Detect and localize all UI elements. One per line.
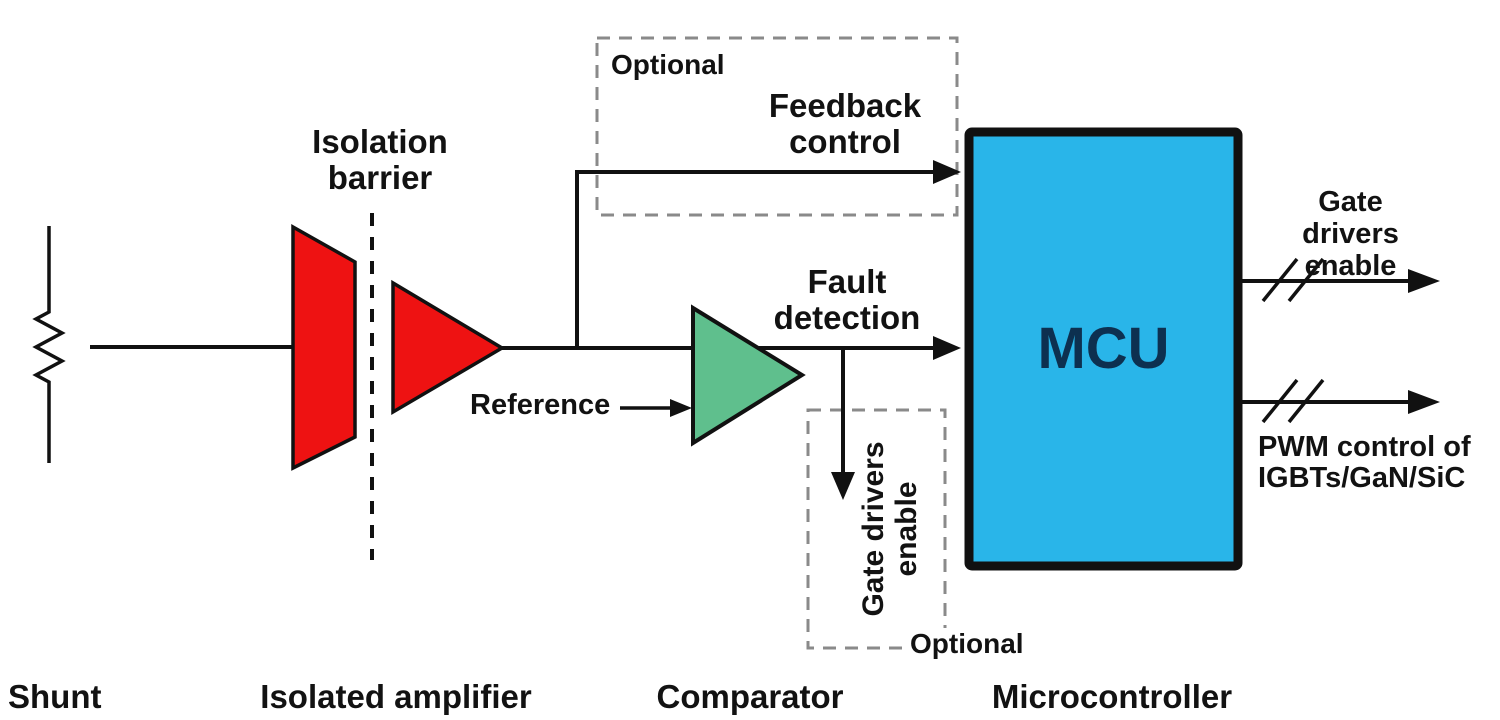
mcu-label: MCU — [1037, 316, 1170, 382]
optional-label-top: Optional — [611, 49, 725, 80]
shunt-resistor-symbol — [32, 226, 66, 463]
feedback-arrowhead-icon — [933, 160, 961, 184]
isolated-amplifier-triangle — [391, 279, 506, 416]
isolation-barrier-label: Isolation barrier — [312, 123, 448, 196]
fault-detection-label: Fault detection — [773, 263, 921, 336]
isolated-amplifier-caption: Isolated amplifier — [260, 678, 532, 715]
optional-box-top — [595, 36, 959, 217]
comparator-triangle — [691, 304, 806, 447]
optional-label-bottom: Optional — [906, 628, 1044, 661]
fault-arrowhead-icon — [933, 336, 961, 360]
feedback-wire — [575, 170, 938, 348]
gate-drivers-enable-label-right: Gate drivers enable — [1302, 186, 1399, 282]
microcontroller-caption: Microcontroller — [991, 678, 1233, 715]
pwm-control-label: PWM control of IGBTs/GaN/SiC — [1258, 431, 1471, 494]
bus-slash-icon — [1261, 378, 1299, 424]
shunt-caption: Shunt — [8, 678, 102, 715]
pwm-arrowhead-icon — [1408, 390, 1440, 414]
gate-drivers-arrowhead-icon — [1408, 269, 1440, 293]
down-arrowhead-icon — [831, 472, 855, 500]
bus-slash-icon — [1261, 257, 1299, 303]
optional-box-bottom — [806, 408, 947, 650]
reference-label: Reference — [470, 389, 611, 421]
gate-drivers-enable-label-vertical: Gate drivers enable — [857, 441, 923, 617]
feedback-control-label: Feedback control — [768, 87, 922, 160]
isolated-amplifier-input-shape — [291, 224, 357, 471]
reference-arrowhead-icon — [670, 399, 692, 417]
bus-slash-icon — [1287, 378, 1325, 424]
bus-slash-icon — [1287, 257, 1325, 303]
mcu-block — [964, 127, 1243, 571]
comparator-caption: Comparator — [656, 678, 844, 715]
